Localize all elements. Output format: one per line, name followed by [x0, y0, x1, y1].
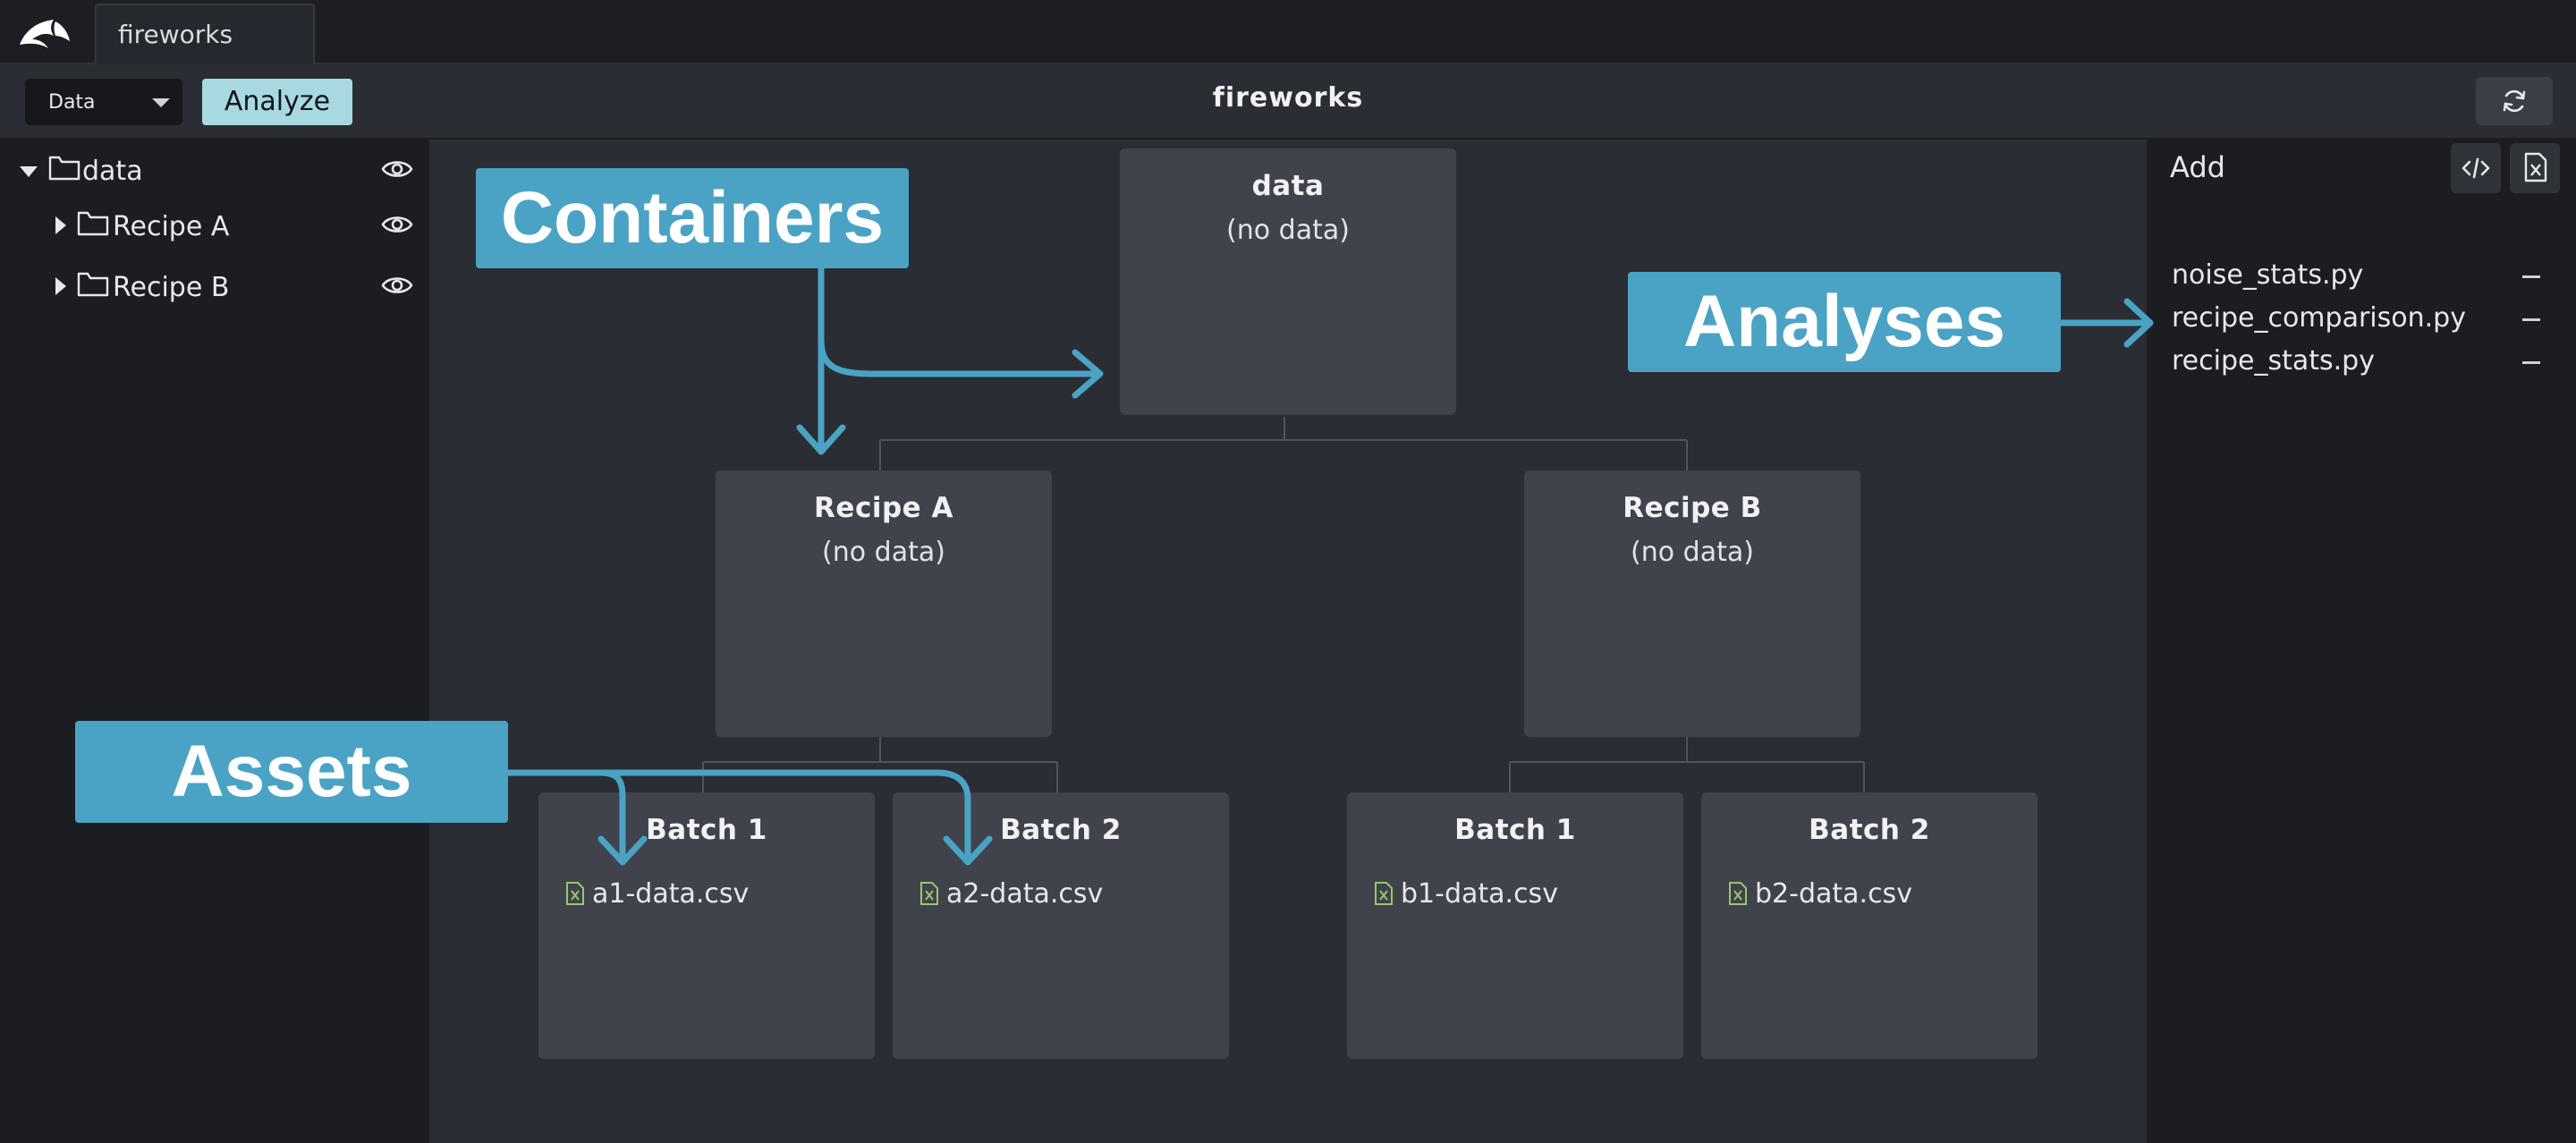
tree-item-label: data [82, 156, 143, 187]
asset-file[interactable]: b2-data.csv [1728, 878, 1912, 910]
container-node-recipe-a[interactable]: Recipe A (no data) [716, 470, 1052, 737]
tree-item-recipe-a[interactable]: Recipe A [0, 206, 429, 249]
toolbar: Data Analyze fireworks [0, 64, 2576, 140]
asset-name: a2-data.csv [946, 878, 1104, 910]
node-title: Batch 2 [1000, 814, 1122, 846]
graph-canvas[interactable]: data (no data) Recipe A (no data) Recipe… [429, 140, 2147, 1143]
asset-file[interactable]: a2-data.csv [919, 878, 1103, 910]
node-title: data [1251, 170, 1325, 202]
eye-icon[interactable] [381, 274, 413, 297]
mode-select[interactable]: Data [25, 79, 182, 125]
tree-item-label: Recipe B [113, 272, 230, 303]
analyze-button[interactable]: Analyze [202, 79, 352, 125]
add-script-button[interactable] [2451, 143, 2501, 193]
chevron-right-icon[interactable] [55, 216, 66, 234]
project-title: fireworks [1212, 82, 1364, 114]
container-node-b-batch-2[interactable]: Batch 2 b2-data.csv [1701, 792, 2038, 1059]
folder-icon [77, 272, 109, 297]
chevron-down-icon[interactable] [20, 166, 38, 177]
remove-analysis-icon[interactable] [2522, 318, 2540, 321]
asset-name: a1-data.csv [592, 878, 750, 910]
analysis-item[interactable]: noise_stats.py [2172, 259, 2364, 291]
node-subtitle: (no data) [1631, 537, 1754, 568]
analyses-callout: Analyses [1628, 272, 2061, 372]
asset-name: b1-data.csv [1401, 878, 1558, 910]
chevron-down-icon [152, 98, 170, 107]
assets-callout: Assets [75, 721, 508, 823]
tree-item-recipe-b[interactable]: Recipe B [0, 267, 429, 309]
node-title: Recipe B [1623, 492, 1762, 524]
eye-icon[interactable] [381, 213, 413, 236]
add-excel-button[interactable] [2510, 143, 2560, 193]
node-subtitle: (no data) [1226, 215, 1350, 246]
title-bar: fireworks [0, 0, 2576, 64]
csv-file-icon [920, 882, 938, 905]
asset-name: b2-data.csv [1755, 878, 1912, 910]
node-title: Batch 1 [1454, 814, 1576, 846]
folder-icon [77, 211, 109, 236]
tab-fireworks[interactable]: fireworks [95, 4, 315, 64]
asset-file[interactable]: b1-data.csv [1374, 878, 1558, 910]
analysis-panel: Add noise_stats.py recipe_comparison.py … [2147, 140, 2576, 1143]
tree-connectors [702, 417, 1865, 792]
refresh-icon [2503, 89, 2526, 113]
folder-icon [48, 156, 80, 181]
app-logo-icon [14, 13, 77, 54]
container-node-a-batch-2[interactable]: Batch 2 a2-data.csv [893, 792, 1229, 1059]
add-label: Add [2170, 150, 2225, 184]
analysis-item[interactable]: recipe_comparison.py [2172, 302, 2466, 334]
refresh-button[interactable] [2476, 77, 2553, 125]
node-title: Recipe A [814, 492, 953, 524]
analysis-item[interactable]: recipe_stats.py [2172, 345, 2375, 377]
csv-file-icon [1729, 882, 1747, 905]
remove-analysis-icon[interactable] [2522, 361, 2540, 364]
container-tree: data Recipe A Recipe B [0, 140, 429, 1143]
chevron-right-icon[interactable] [55, 277, 66, 295]
container-node-recipe-b[interactable]: Recipe B (no data) [1524, 470, 1860, 737]
tab-label: fireworks [118, 20, 233, 49]
container-node-data[interactable]: data (no data) [1120, 148, 1456, 415]
node-subtitle: (no data) [822, 537, 945, 568]
node-title: Batch 2 [1809, 814, 1930, 846]
container-node-a-batch-1[interactable]: Batch 1 a1-data.csv [538, 792, 875, 1059]
csv-file-icon [566, 882, 584, 905]
node-title: Batch 1 [646, 814, 767, 846]
tree-item-data[interactable]: data [0, 150, 429, 193]
containers-callout: Containers [476, 168, 909, 268]
eye-icon[interactable] [381, 157, 413, 181]
tree-item-label: Recipe A [113, 211, 230, 242]
code-icon [2462, 157, 2490, 179]
asset-file[interactable]: a1-data.csv [565, 878, 749, 910]
csv-file-icon [1375, 882, 1393, 905]
container-node-b-batch-1[interactable]: Batch 1 b1-data.csv [1347, 792, 1683, 1059]
remove-analysis-icon[interactable] [2522, 275, 2540, 278]
excel-file-icon [2524, 152, 2547, 182]
mode-select-value: Data [48, 91, 96, 114]
